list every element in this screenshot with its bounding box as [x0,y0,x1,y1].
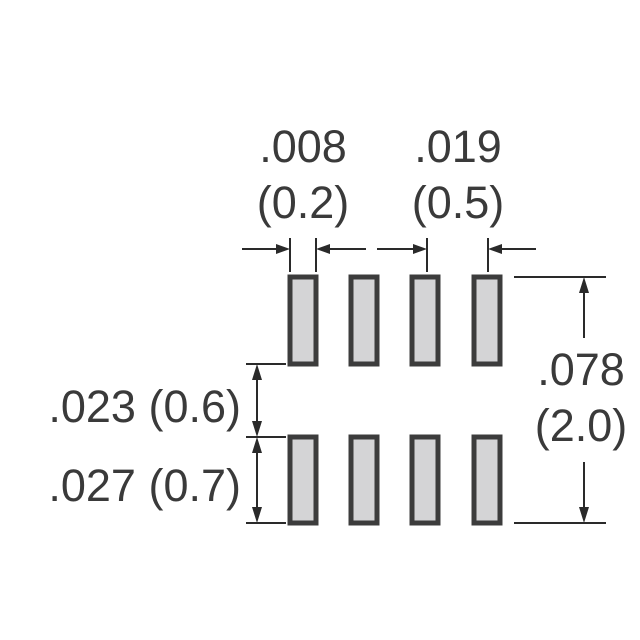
pad-width-dimension [242,238,366,272]
pad-width-arrow-left [276,244,290,254]
pitch-arrow-right [488,244,502,254]
pad-width-arrow-right [316,244,330,254]
overall-arrow-bottom [579,507,589,523]
overall-mm-label: (2.0) [535,400,628,451]
gap-arrow-bottom [252,421,262,437]
pad-bottom-2 [348,434,380,526]
pad-bottom-3 [409,434,441,526]
gap-label: .023 (0.6) [48,381,241,432]
pad-top-4 [471,274,503,367]
pad-bottom-4 [471,434,503,526]
pad-length-arrow-bottom [252,507,262,523]
pad-length-label: .027 (0.7) [48,460,241,511]
pad-width-inch-label: .008 [259,121,347,172]
overall-inch-label: .078 [537,344,625,395]
pad-top-1 [287,274,319,367]
pad-bottom-1 [287,434,319,526]
pad-top-2 [348,274,380,367]
pitch-dimension [377,238,536,272]
pad-top-3 [409,274,441,367]
pitch-inch-label: .019 [414,121,502,172]
pad-length-arrow-top [252,437,262,453]
pitch-mm-label: (0.5) [412,177,505,228]
overall-dimension [514,276,606,524]
left-dimension [246,363,286,524]
pad-width-mm-label: (0.2) [257,177,350,228]
gap-arrow-top [252,364,262,380]
pitch-arrow-left [413,244,427,254]
overall-arrow-top [579,277,589,293]
